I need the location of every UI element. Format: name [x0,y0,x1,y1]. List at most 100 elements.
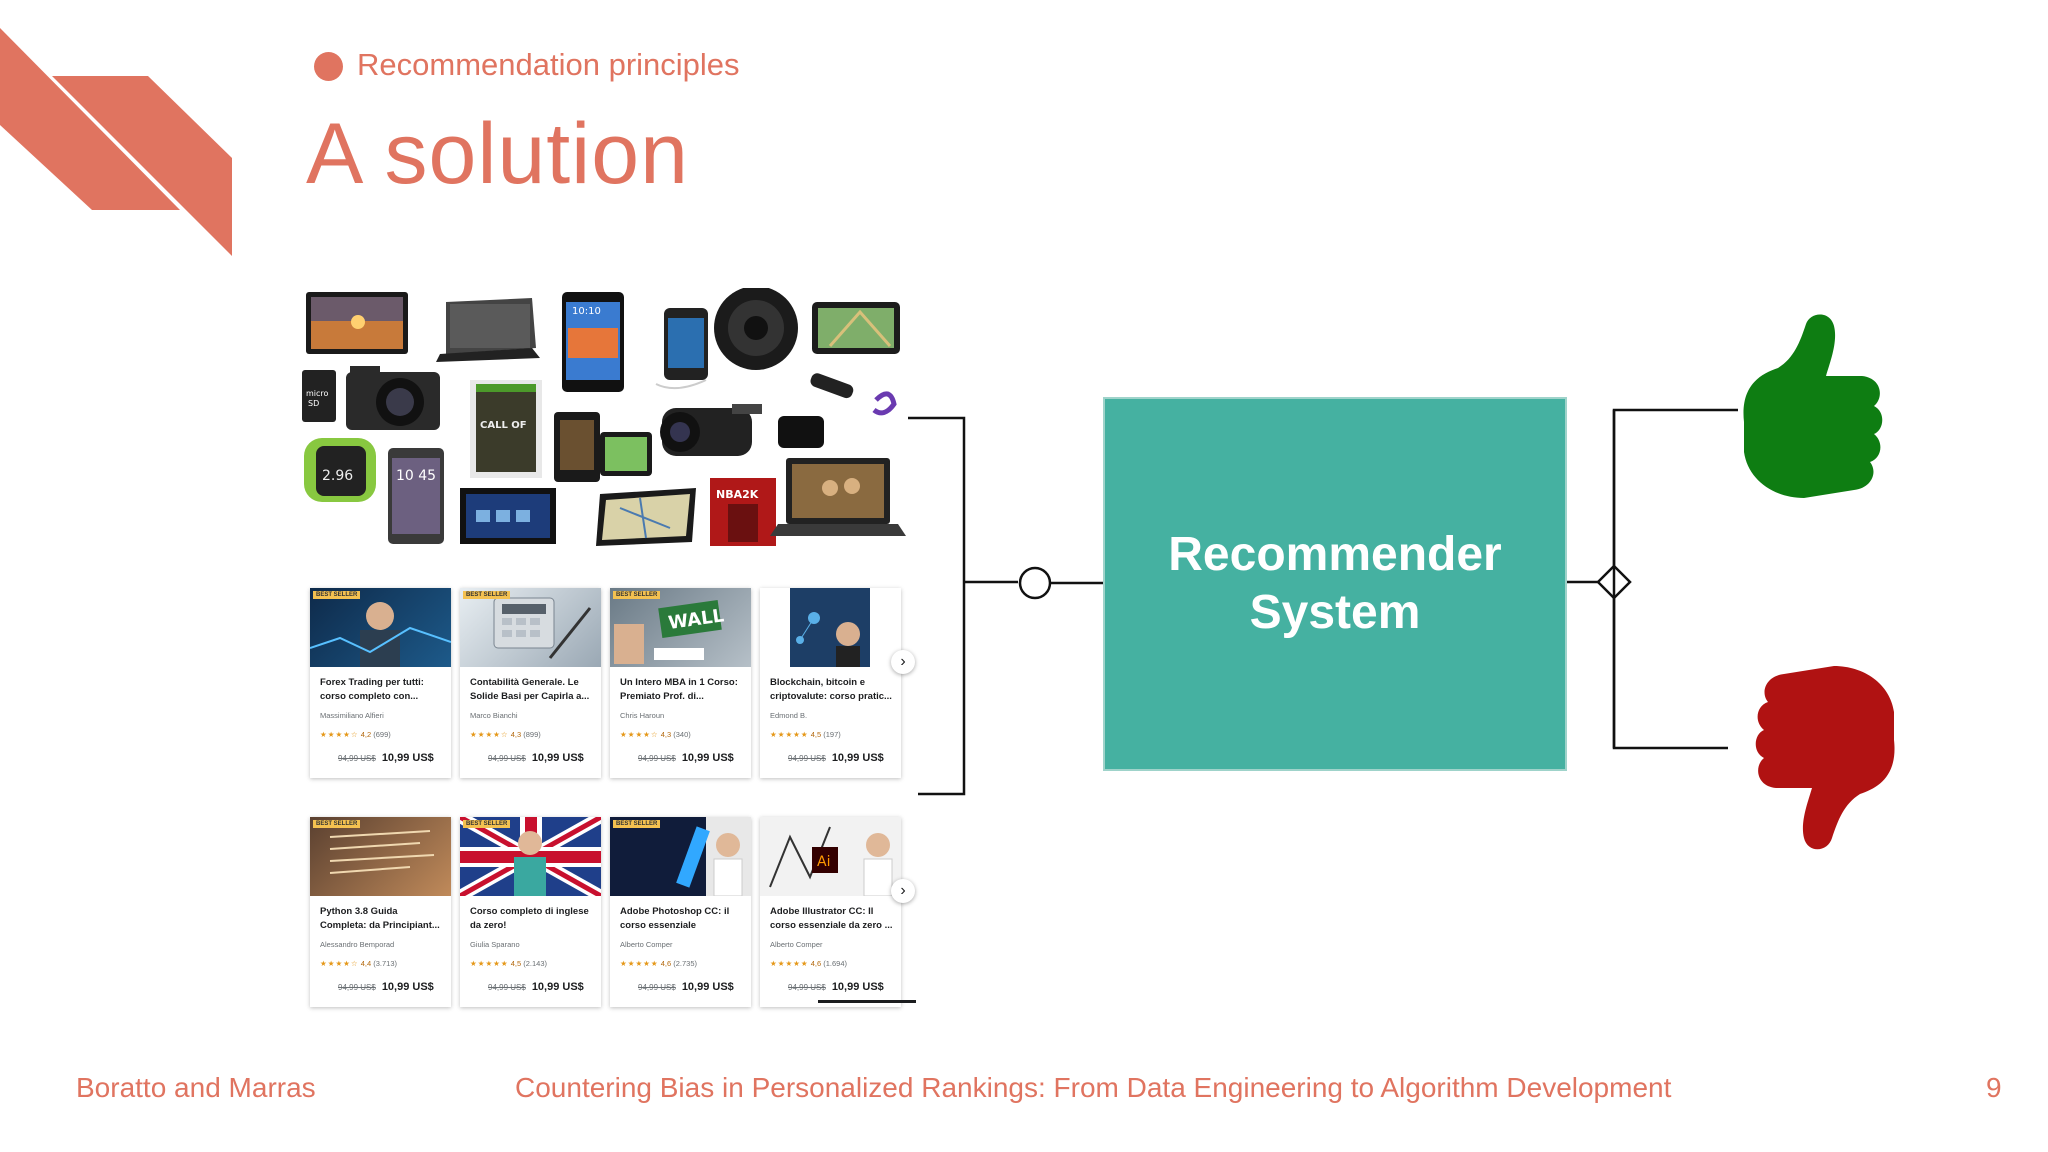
camera-product [346,366,440,430]
svg-text:10 45: 10 45 [396,468,436,484]
game-case-product: CALL OF [470,380,542,478]
bestseller-badge: BEST SELLER [313,591,361,599]
smartphone-small-product [655,308,708,390]
course-author: Alessandro Bemporad [320,940,395,949]
section-label: Recommendation principles [357,47,740,82]
svg-text:10:10: 10:10 [572,306,601,317]
bestseller-badge: BEST SELLER [313,820,361,828]
speaker-product [436,298,540,362]
bestseller-badge: BEST SELLER [613,591,661,599]
recommender-system-label: Recommender System [1168,528,1502,639]
svg-text:NBA2K: NBA2K [716,488,759,501]
corner-decoration [0,28,232,256]
navigator-product [596,488,696,546]
course-card[interactable]: BEST SELLER Corso completo di inglese da… [460,817,601,1007]
smartphone-product: 10:10 [562,292,624,392]
svg-text:Ai: Ai [817,854,830,870]
course-prices: 94,99 US$10,99 US$ [788,752,884,764]
carousel-next-icon[interactable]: › [891,879,915,903]
course-rating: ★★★★☆ 4,3 (899) [470,730,541,739]
star-rating-icon: ★★★★★ [770,959,809,968]
section-bullet [314,52,343,81]
laptop-product [770,458,906,536]
thumbs-up-icon [1743,314,1883,498]
slide-title: A solution [306,106,689,202]
course-prices: 94,99 US$10,99 US$ [338,752,434,764]
course-rating: ★★★★★ 4,6 (1.694) [770,959,848,968]
course-rating: ★★★★☆ 4,3 (340) [620,730,691,739]
course-card[interactable]: BEST SELLER Python 3.8 Guida Completa: d… [310,817,451,1007]
course-rating: ★★★★★ 4,5 (2.143) [470,959,548,968]
carousel-scroll-indicator [818,1000,916,1003]
svg-text:CALL OF: CALL OF [480,420,527,431]
course-author: Giulia Sparano [470,940,520,949]
course-thumbnail: WALL [610,588,751,667]
bestseller-badge: BEST SELLER [613,820,661,828]
course-prices: 94,99 US$10,99 US$ [488,752,584,764]
car-speaker-product [714,288,798,370]
streaming-box-product [778,373,897,448]
course-card[interactable]: Ai Adobe Illustrator CC: Il corso essenz… [760,817,901,1007]
course-rating: ★★★★★ 4,6 (2.735) [620,959,698,968]
course-rating: ★★★★☆ 4,4 (3.713) [320,959,398,968]
carousel-next-icon[interactable]: › [891,650,915,674]
footer-course-title: Countering Bias in Personalized Rankings… [515,1072,1672,1103]
smartwatch-product: 2.96 [304,438,376,502]
course-title: Adobe Photoshop CC: il corso essenziale [620,906,730,931]
course-title: Forex Trading per tutti: corso completo … [320,677,424,702]
course-title: Corso completo di inglese da zero! [470,906,589,931]
star-rating-icon: ★★★★★ [620,959,659,968]
star-rating-icon: ★★★★☆ [470,730,509,739]
course-thumbnail [460,817,601,896]
course-author: Edmond B. [770,711,808,720]
star-rating-icon: ★★★★☆ [320,730,359,739]
course-prices: 94,99 US$10,99 US$ [488,981,584,993]
course-prices: 94,99 US$10,99 US$ [638,981,734,993]
ereader-product [554,412,600,482]
small-tablet-product [600,432,652,476]
star-rating-icon: ★★★★☆ [320,959,359,968]
smartphone-htc-product: 10 45 [388,448,444,544]
course-card[interactable]: Blockchain, bitcoin e criptovalute: cors… [760,588,901,778]
course-thumbnail [310,817,451,896]
course-prices: 94,99 US$10,99 US$ [638,752,734,764]
camcorder-product [660,404,762,456]
course-thumbnail: Ai [760,817,901,896]
course-author: Marco Bianchi [470,711,518,720]
course-title: Contabilità Generale. Le Solide Basi per… [470,677,590,702]
course-title: Blockchain, bitcoin e criptovalute: cors… [770,677,892,702]
course-card[interactable]: BEST SELLER Forex Trading per tutti: cor… [310,588,451,778]
course-author: Chris Haroun [620,711,665,720]
course-author: Alberto Comper [770,940,823,949]
course-rating: ★★★★★ 4,5 (197) [770,730,841,739]
sports-game-product: NBA2K [710,478,776,546]
course-thumbnail [310,588,451,667]
memory-card-product: micro SD [302,370,336,422]
course-card[interactable]: BEST SELLER Contabilità Generale. Le Sol… [460,588,601,778]
course-title: Python 3.8 Guida Completa: da Principian… [320,906,440,931]
course-author: Massimiliano Alfieri [320,711,384,720]
course-title: Un Intero MBA in 1 Corso: Premiato Prof.… [620,677,738,702]
product-collage: 10:10 micro SD CALL OF [302,288,906,546]
course-thumbnail [610,817,751,896]
star-rating-icon: ★★★★★ [770,730,809,739]
course-author: Alberto Comper [620,940,673,949]
thumbs-down-icon [1755,666,1895,850]
bestseller-badge: BEST SELLER [463,591,511,599]
recommender-system-box: Recommender System [1103,397,1567,771]
star-rating-icon: ★★★★★ [470,959,509,968]
svg-text:2.96: 2.96 [322,468,353,484]
course-thumbnail [460,588,601,667]
course-card[interactable]: WALL BEST SELLER Un Intero MBA in 1 Cors… [610,588,751,778]
course-card[interactable]: BEST SELLER Adobe Photoshop CC: il corso… [610,817,751,1007]
svg-text:SD: SD [308,399,319,408]
star-rating-icon: ★★★★☆ [620,730,659,739]
television-product [460,488,556,544]
svg-text:micro: micro [306,389,329,398]
course-thumbnail [760,588,901,667]
course-title: Adobe Illustrator CC: Il corso essenzial… [770,906,893,931]
course-prices: 94,99 US$10,99 US$ [788,981,884,993]
page-number: 9 [1986,1072,2002,1103]
gps-product [812,302,900,354]
course-prices: 94,99 US$10,99 US$ [338,981,434,993]
